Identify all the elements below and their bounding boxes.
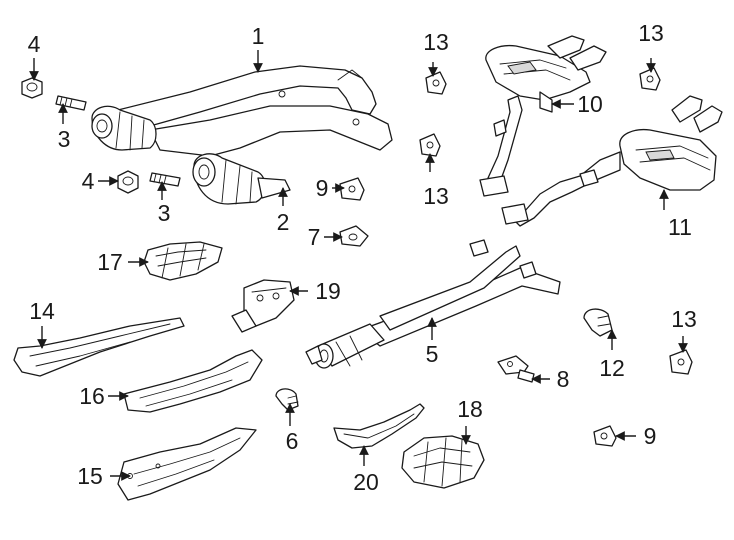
callout-6: 6 [286, 428, 299, 454]
callout-2: 2 [277, 209, 290, 235]
nut-part-4-lower [117, 170, 139, 194]
callout-7: 7 [308, 224, 321, 250]
callout-14: 14 [29, 298, 55, 324]
heat-shield-part-18 [401, 435, 485, 489]
heat-shield-part-19 [231, 279, 295, 333]
callout-3-upper: 3 [58, 126, 71, 152]
clamp-part-6 [275, 388, 299, 411]
callout-12: 12 [599, 355, 625, 381]
stud-part-3-lower [149, 172, 181, 187]
hanger-part-13-b [419, 133, 441, 157]
callout-17: 17 [97, 249, 123, 275]
callout-4-lower: 4 [82, 168, 95, 194]
hanger-part-13-d [669, 349, 693, 375]
muffler-part-10 [479, 35, 607, 197]
nut-part-4-upper [21, 77, 43, 99]
catalytic-converter-left [91, 105, 157, 151]
callout-13-c: 13 [638, 20, 664, 46]
callout-1: 1 [252, 23, 265, 49]
callout-4-upper: 4 [28, 31, 41, 57]
muffler-part-11 [501, 95, 723, 227]
insulator-part-9-upper [339, 177, 365, 201]
callout-labels: 1 2 3 3 4 4 5 6 7 8 9 9 10 11 12 13 13 1… [28, 20, 697, 495]
callout-8: 8 [557, 366, 570, 392]
clamp-part-12 [583, 308, 613, 337]
heat-shield-part-14 [13, 317, 185, 377]
callout-16: 16 [79, 383, 105, 409]
callout-18: 18 [457, 396, 483, 422]
intermediate-pipe-part-5 [305, 239, 561, 369]
callout-5: 5 [426, 341, 439, 367]
hanger-part-13-a [425, 71, 447, 95]
callout-13-a: 13 [423, 29, 449, 55]
bracket-part-8 [497, 355, 535, 383]
heat-shield-part-15 [117, 427, 257, 501]
callout-3-lower: 3 [158, 200, 171, 226]
hanger-part-13-c [639, 67, 661, 91]
callout-9-lower: 9 [644, 423, 657, 449]
leader-lines [29, 50, 688, 481]
callout-9-upper: 9 [316, 175, 329, 201]
heat-shield-part-16 [123, 349, 263, 413]
callout-15: 15 [77, 463, 103, 489]
callout-13-b: 13 [423, 183, 449, 209]
callout-19: 19 [315, 278, 341, 304]
catalytic-converter-part-2 [192, 153, 291, 205]
insulator-part-9-lower [593, 425, 617, 447]
callout-13-d: 13 [671, 306, 697, 332]
callout-11: 11 [668, 214, 692, 240]
gasket-part-7 [339, 225, 369, 247]
heat-shield-part-20 [333, 403, 425, 449]
callout-10: 10 [577, 91, 603, 117]
stud-part-3-upper [55, 95, 87, 111]
heat-shield-part-17 [143, 241, 223, 281]
callout-20: 20 [353, 469, 379, 495]
